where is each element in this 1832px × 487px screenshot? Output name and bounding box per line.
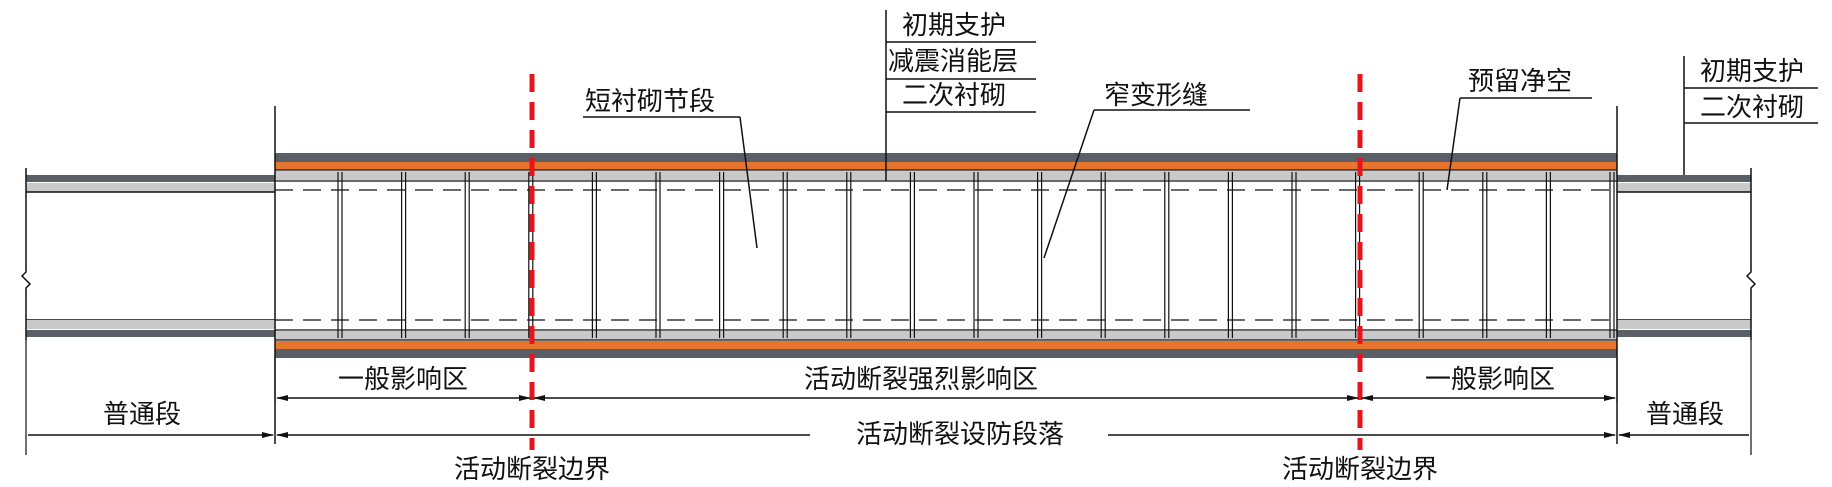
right-initial-support-label: 初期支护	[1700, 57, 1804, 87]
break-mark-right	[1745, 168, 1757, 340]
normal-section-right-tunnel	[1617, 175, 1751, 337]
right-layer-callout	[1683, 56, 1818, 175]
narrow-deformation-joint-label: 窄变形缝	[1104, 81, 1208, 111]
right-secondary-lining-label: 二次衬砌	[1700, 93, 1804, 123]
normal-section-left-tunnel	[26, 175, 275, 337]
fault-boundary-left-label: 活动断裂边界	[454, 455, 610, 485]
initial-support-label: 初期支护	[902, 11, 1006, 41]
normal-section-left-label: 普通段	[103, 400, 181, 430]
layer-callout	[885, 10, 1036, 181]
reserved-clearance-label: 预留净空	[1468, 67, 1572, 97]
fault-boundary-right-label: 活动断裂边界	[1282, 455, 1438, 485]
secondary-lining-label: 二次衬砌	[902, 81, 1006, 111]
strong-zone-label: 活动断裂强烈影响区	[804, 365, 1038, 395]
fortification-tunnel	[275, 153, 1617, 358]
general-zone-right-label: 一般影响区	[1425, 365, 1555, 395]
break-mark-left	[20, 168, 32, 340]
damping-layer-label: 减震消能层	[888, 47, 1018, 77]
deformation-joints	[337, 172, 1615, 338]
normal-section-right-label: 普通段	[1646, 400, 1724, 430]
fortification-section-label: 活动断裂设防段落	[856, 420, 1064, 450]
short-lining-segment-label: 短衬砌节段	[585, 87, 715, 117]
general-zone-left-label: 一般影响区	[338, 365, 468, 395]
